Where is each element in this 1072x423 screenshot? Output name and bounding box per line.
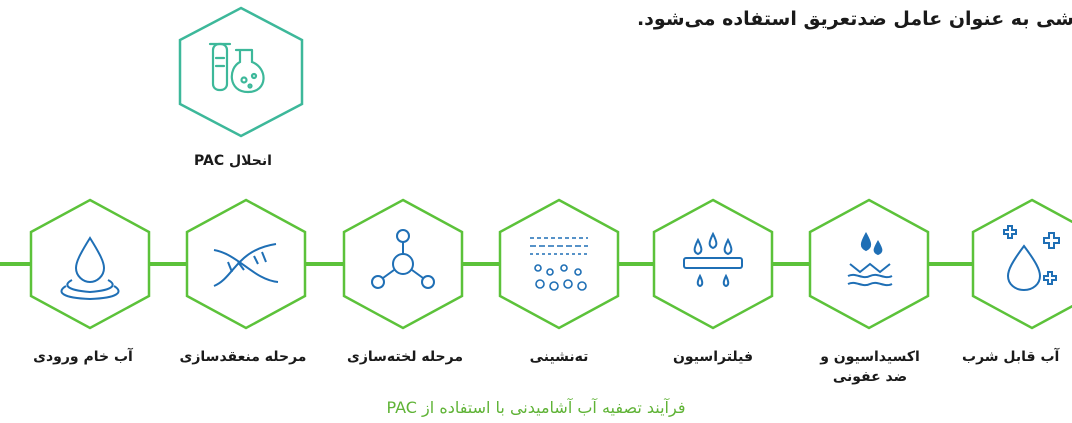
step-hexagon-oxidation [808, 198, 930, 330]
step-hexagon-flocculation [342, 198, 464, 330]
sediment-icon [530, 237, 588, 291]
disinfection-icon [847, 231, 893, 287]
step-label-raw-water: آب خام ورودی [33, 349, 133, 365]
step-label-oxidation: اکسیداسیون و ضد عفونی [820, 349, 920, 385]
pac-hexagon [178, 6, 304, 138]
step-label-drinkable: آب قابل شرب [962, 349, 1060, 365]
step-label-filtration: فیلتراسیون [672, 349, 754, 365]
step-label-coagulation: مرحله منعقدسازی [179, 349, 307, 365]
molecule-icon [371, 229, 435, 289]
dna-icon [213, 243, 279, 287]
step-hexagon-drinkable [971, 198, 1072, 330]
step-label-sedimentation: ته‌نشینی [529, 349, 589, 365]
intro-text-fragment: شی به عنوان عامل ضدتعریق استفاده می‌شود. [636, 8, 1072, 30]
drinkable-water-icon [1003, 225, 1060, 292]
diagram-caption: فرآیند تصفیه آب آشامیدنی با استفاده از P… [386, 398, 686, 417]
filter-icon [683, 231, 743, 288]
step-label-flocculation: مرحله لخته‌سازی [346, 349, 463, 365]
step-hexagon-raw-water [29, 198, 151, 330]
pac-dissolution-label: انحلال PAC [194, 153, 272, 169]
flask-icon [208, 42, 265, 94]
step-hexagon-filtration [652, 198, 774, 330]
water-drop-icon [60, 236, 120, 301]
step-hexagon-coagulation [185, 198, 307, 330]
step-hexagon-sedimentation [498, 198, 620, 330]
